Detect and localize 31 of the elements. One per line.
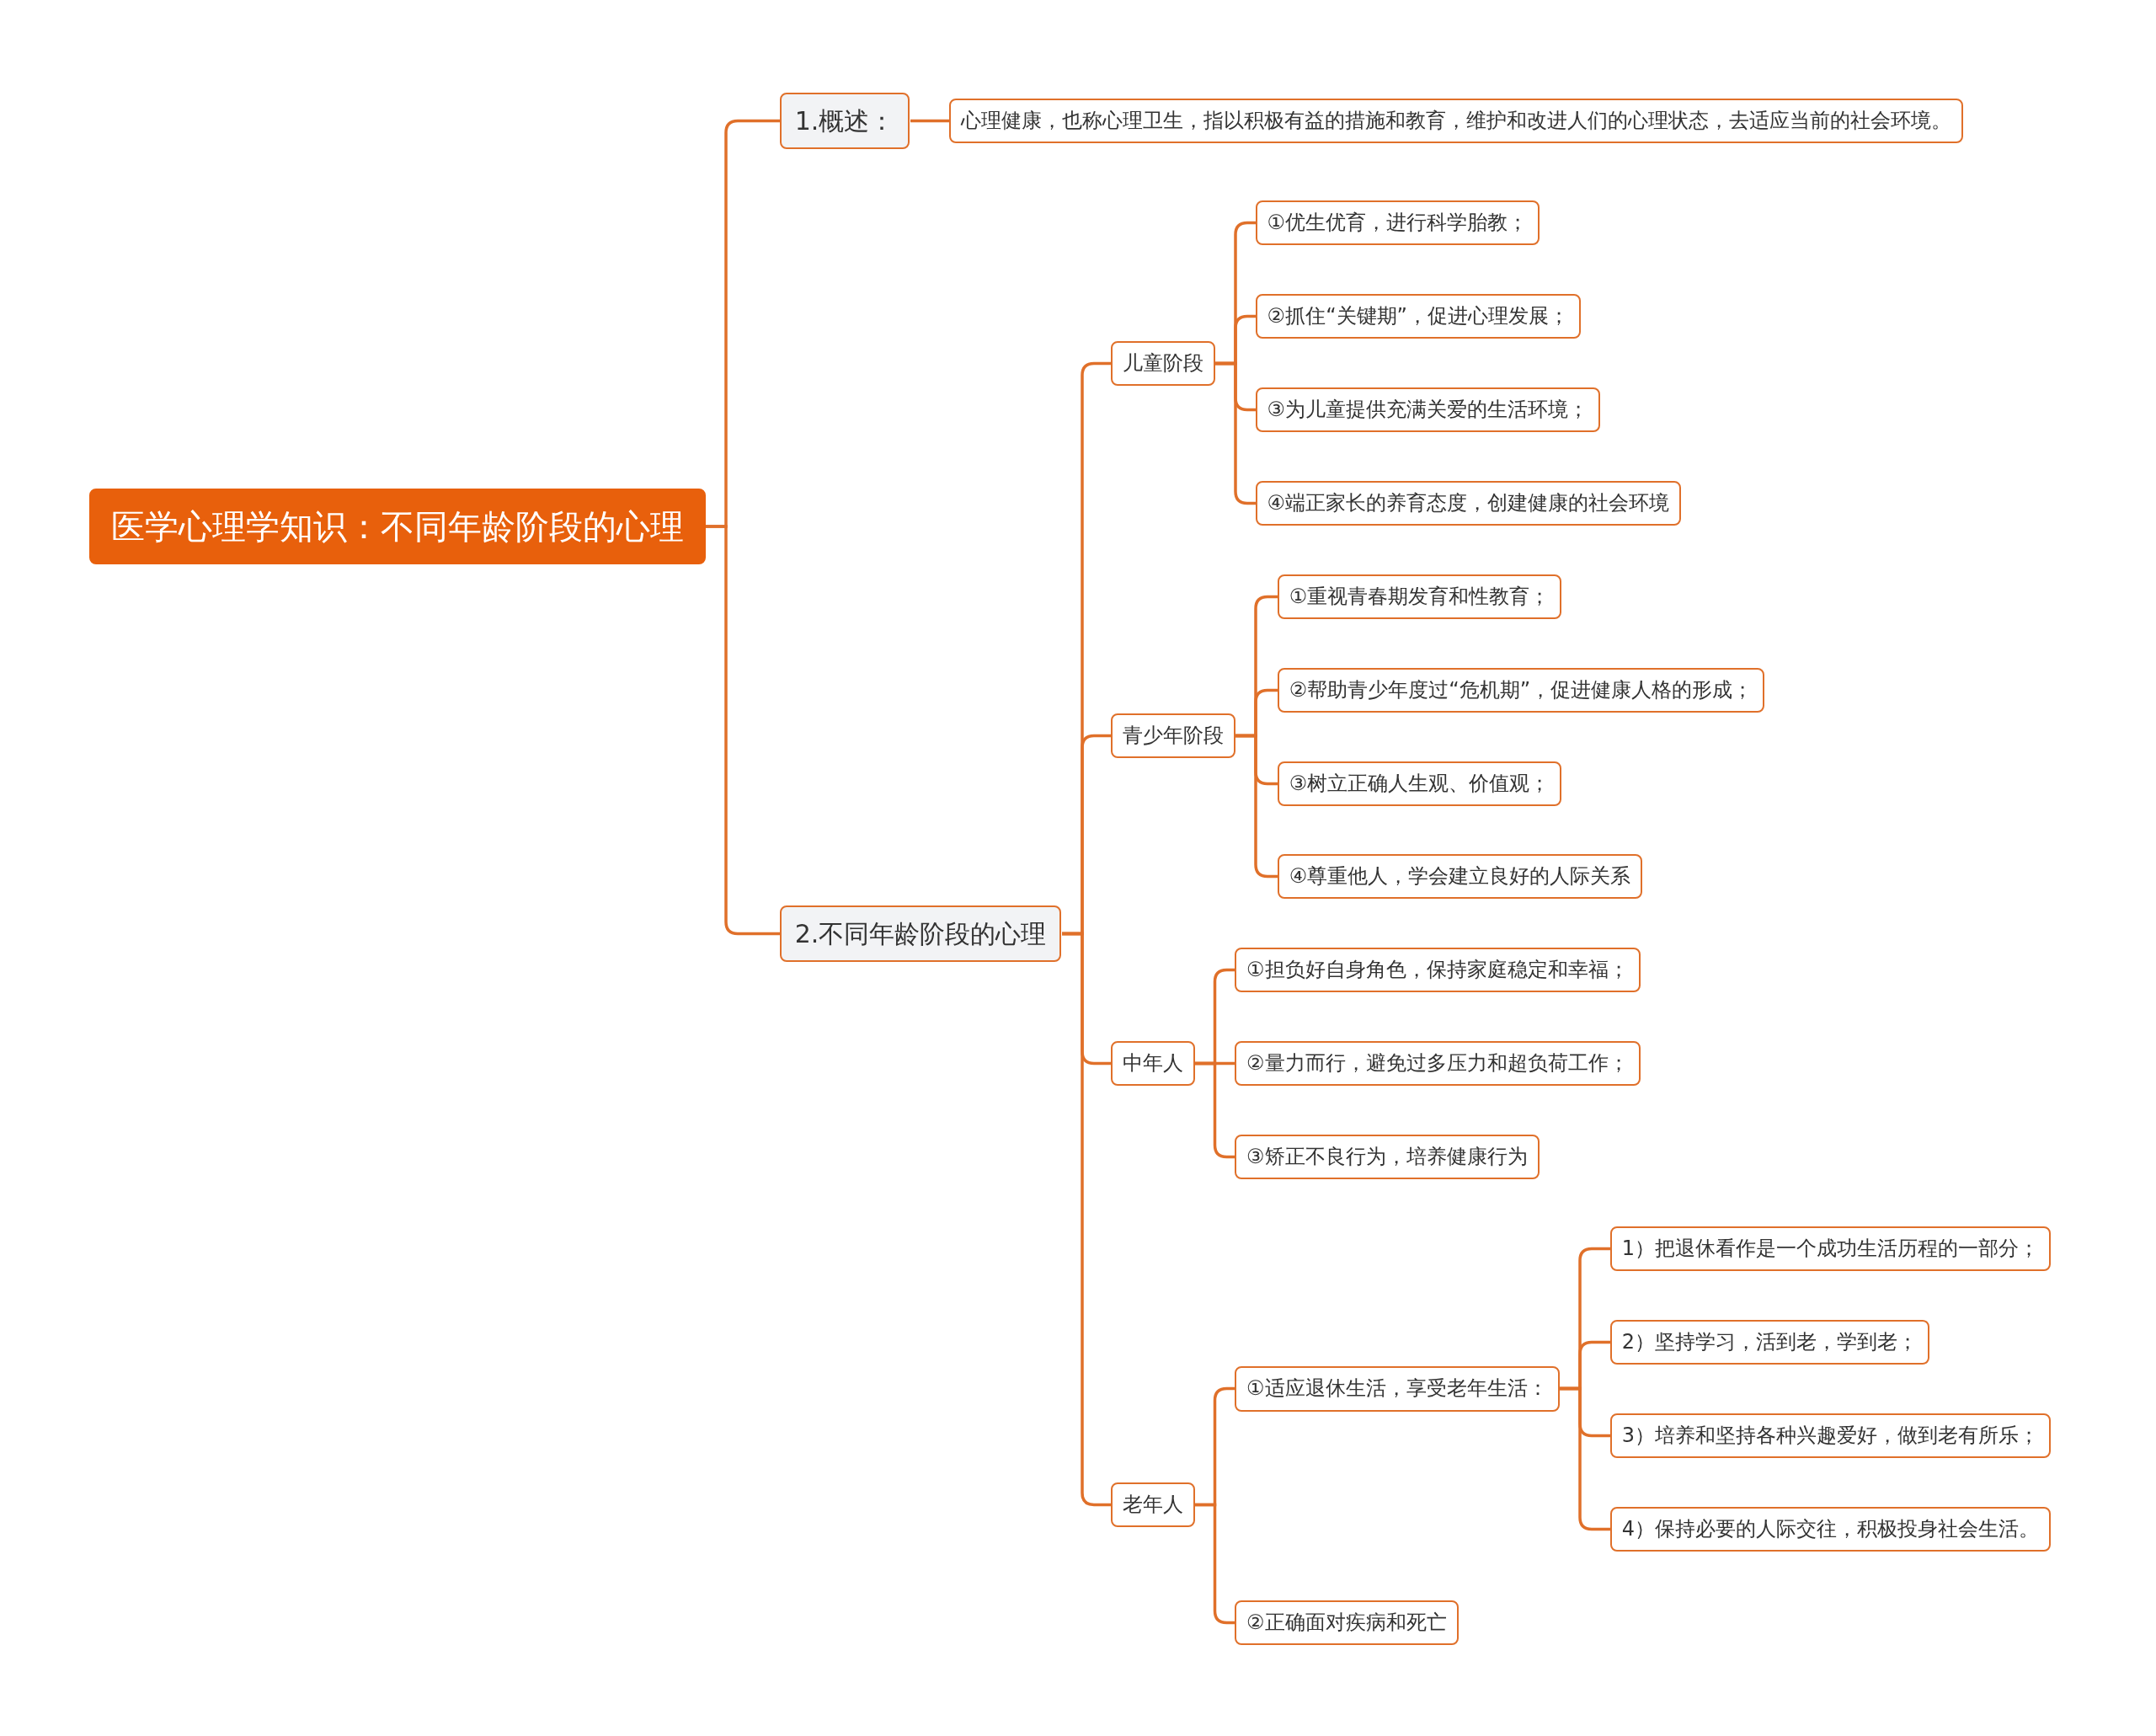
branch-box: 3）培养和坚持各种兴趣爱好，做到老有所乐； <box>1609 1413 2052 1459</box>
branch-box: ④端正家长的养育态度，创建健康的社会环境 <box>1255 481 1682 526</box>
branch-box: ①担负好自身角色，保持家庭稳定和幸福； <box>1235 947 1641 992</box>
branch-box: 4）保持必要的人际交往，积极投身社会生活。 <box>1609 1507 2052 1552</box>
title-box: 医学心理学知识：不同年龄阶段的心理 <box>89 489 707 565</box>
branch-box: ④尊重他人，学会建立良好的人际关系 <box>1277 853 1643 899</box>
connector-line <box>1195 1061 1235 1159</box>
connector-line <box>1195 1503 1235 1625</box>
topic-box: 2.不同年龄阶段的心理 <box>779 905 1062 963</box>
branch-box: ①重视青春期发育和性教育； <box>1277 574 1562 620</box>
branch-box: 1）把退休看作是一个成功生活历程的一部分； <box>1609 1226 2052 1272</box>
topic-box: 1.概述： <box>779 93 910 150</box>
branch-box: 青少年阶段 <box>1111 713 1236 759</box>
connector-line <box>1215 361 1256 505</box>
connector-line <box>1235 734 1278 879</box>
branch-box: ①适应退休生活，享受老年生活： <box>1235 1366 1560 1412</box>
branch-box: ②帮助青少年度过“危机期”，促进健康人格的形成； <box>1277 668 1765 713</box>
branch-box: ②抓住“关键期”，促进心理发展； <box>1255 294 1581 339</box>
branch-box: 儿童阶段 <box>1111 340 1216 386</box>
branch-box: 心理健康，也称心理卫生，指以积极有益的措施和教育，维护和改进人们的心理状态，去适应当前的社会环境。 <box>948 99 1963 144</box>
connector-line <box>706 525 780 936</box>
branch-box: 2）坚持学习，活到老，学到老； <box>1609 1319 1930 1365</box>
branch-box: ①优生优育，进行科学胎教； <box>1255 200 1540 246</box>
branch-box: 中年人 <box>1111 1040 1196 1086</box>
branch-box: ③矫正不良行为，培养健康行为 <box>1235 1134 1540 1179</box>
connector-line <box>910 119 949 123</box>
branch-box: ②正确面对疾病和死亡 <box>1235 1600 1459 1646</box>
branch-box: ③为儿童提供充满关爱的生活环境； <box>1255 387 1601 433</box>
branch-box: ②量力而行，避免过多压力和超负荷工作； <box>1235 1040 1641 1086</box>
branch-box: ③树立正确人生观、价值观； <box>1277 761 1562 807</box>
branch-box: 老年人 <box>1111 1482 1196 1527</box>
